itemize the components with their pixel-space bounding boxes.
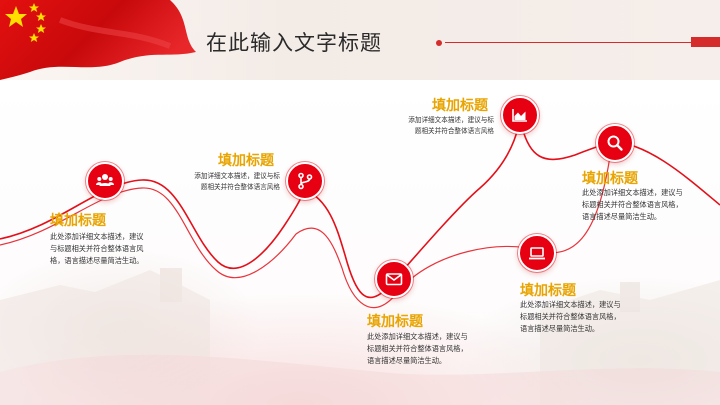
search-icon [607, 135, 623, 151]
item-description: 此处添加详细文本描述，建议 与标题相关并符合整体语言风 格，语言描述尽量简洁生动… [50, 231, 143, 268]
description-line: 添加详细文本描述，建议与标 [408, 116, 494, 124]
description-line: 标题相关并符合整体语言风格， [367, 344, 468, 354]
description-line: 语言描述尽量简洁生动。 [520, 324, 600, 334]
area-chart-node[interactable] [501, 96, 539, 134]
branch-icon [298, 172, 313, 190]
people-node[interactable] [86, 162, 124, 200]
item-heading: 填加标题 [50, 213, 106, 229]
laptop-icon [529, 247, 545, 260]
item-description: 此处添加详细文本描述，建议与 标题相关并符合整体语言风格， 语言描述尽量简洁生动… [582, 187, 683, 224]
description-line: 此处添加详细文本描述，建议与 [520, 300, 621, 309]
search-node[interactable] [596, 124, 634, 162]
title-underline [445, 42, 691, 43]
description-line: 与标题相关并符合整体语言风 [50, 244, 144, 254]
description-line: 添加详细文本描述，建议与标 [194, 172, 280, 180]
envelope-icon [385, 273, 403, 286]
flag-decoration [0, 0, 196, 80]
item-heading: 填加标题 [582, 171, 638, 187]
envelope-node[interactable] [375, 260, 413, 298]
description-line: 题相关并符合整体语言风格 [200, 183, 280, 191]
item-description: 添加详细文本描述，建议与标 题相关并符合整体语言风格 [170, 171, 280, 193]
description-line: 标题相关并符合整体语言风格， [520, 312, 621, 322]
item-description: 此处添加详细文本描述，建议与 标题相关并符合整体语言风格， 语言描述尽量简洁生动… [367, 331, 468, 368]
laptop-node[interactable] [518, 234, 556, 272]
item-description: 此处添加详细文本描述，建议与 标题相关并符合整体语言风格， 语言描述尽量简洁生动… [520, 299, 621, 336]
description-line: 此处添加详细文本描述，建议 [50, 232, 144, 241]
description-line: 语言描述尽量简洁生动。 [367, 356, 447, 366]
item-heading: 填加标题 [432, 98, 488, 114]
description-line: 题相关并符合整体语言风格 [414, 127, 494, 135]
branch-node[interactable] [286, 162, 324, 200]
description-line: 此处添加详细文本描述，建议与 [367, 332, 468, 341]
item-heading: 填加标题 [520, 283, 576, 299]
title-dot [436, 40, 442, 46]
title-accent-bar [691, 37, 720, 47]
page-title: 在此输入文字标题 [206, 31, 382, 55]
item-heading: 填加标题 [367, 314, 423, 330]
area-chart-icon [512, 109, 527, 122]
description-line: 语言描述尽量简洁生动。 [582, 212, 662, 222]
item-description: 添加详细文本描述，建议与标 题相关并符合整体语言风格 [384, 115, 494, 137]
people-icon [96, 174, 114, 186]
description-line: 格，语言描述尽量简洁生动。 [50, 256, 144, 266]
description-line: 标题相关并符合整体语言风格， [582, 200, 683, 210]
item-heading: 填加标题 [218, 153, 274, 169]
description-line: 此处添加详细文本描述，建议与 [582, 188, 683, 197]
